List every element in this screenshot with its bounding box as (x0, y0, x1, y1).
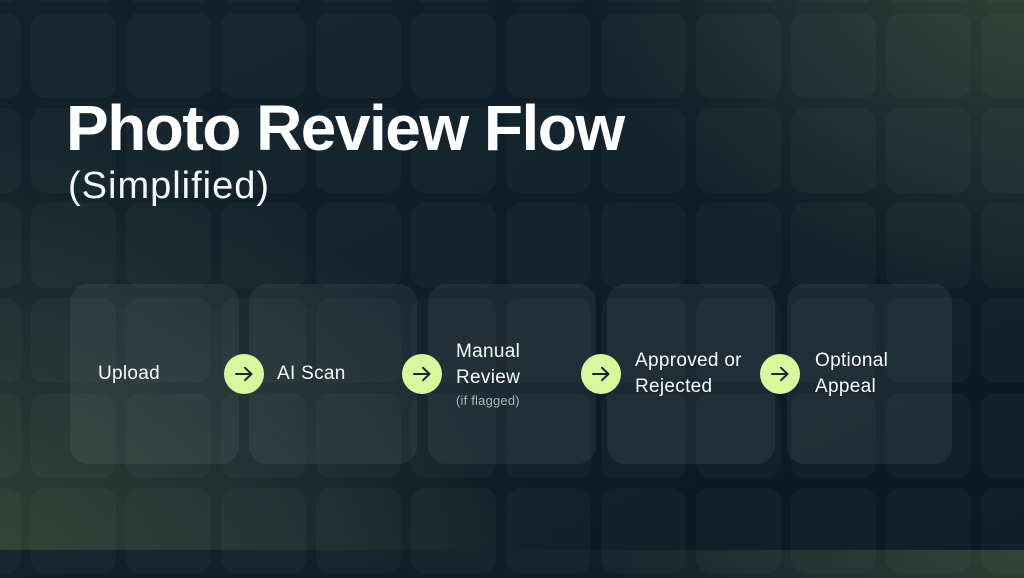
grid-tile (316, 203, 401, 288)
grid-tile (696, 13, 781, 98)
grid-tile (791, 203, 876, 288)
grid-tile (411, 13, 496, 98)
flow-step-label: AI Scan (277, 363, 346, 384)
grid-tile (0, 488, 21, 573)
grid-tile (601, 0, 686, 3)
grid-tile (886, 108, 971, 193)
flow-step-label: Optional Appeal (815, 350, 889, 397)
grid-tile (791, 0, 876, 3)
arrow-right-icon (224, 354, 264, 394)
grid-tile (31, 203, 116, 288)
grid-tile (506, 13, 591, 98)
grid-tile (601, 488, 686, 573)
grid-tile (411, 0, 496, 3)
grid-tile (791, 108, 876, 193)
grid-tile (886, 203, 971, 288)
page-subtitle: (Simplified) (68, 165, 271, 207)
flow-step-upload: Upload (70, 284, 239, 464)
grid-tile (221, 203, 306, 288)
flow-step-manual-review: Manual Review (if flagged) (428, 284, 596, 464)
grid-tile (316, 0, 401, 3)
flow-connector (402, 354, 442, 394)
grid-tile (506, 203, 591, 288)
grid-tile (981, 0, 1024, 3)
grid-tile (221, 0, 306, 3)
grid-tile (411, 203, 496, 288)
grid-tile (791, 13, 876, 98)
flow-step-ai-scan: AI Scan (249, 284, 417, 464)
grid-tile (981, 488, 1024, 573)
grid-tile (0, 203, 21, 288)
flow-step-label: Approved or Rejected (635, 350, 742, 397)
grid-tile (791, 488, 876, 573)
flow-step-note: (if flagged) (456, 393, 520, 408)
grid-tile (126, 13, 211, 98)
grid-tile (0, 0, 21, 3)
grid-tile (886, 488, 971, 573)
grid-tile (221, 488, 306, 573)
grid-tile (0, 13, 21, 98)
grid-tile (31, 13, 116, 98)
arrow-right-icon (402, 354, 442, 394)
grid-tile (886, 13, 971, 98)
grid-tile (0, 108, 21, 193)
grid-tile (316, 13, 401, 98)
grid-tile (981, 203, 1024, 288)
flow-step-label: Upload (98, 363, 161, 384)
flow-step-optional-appeal: Optional Appeal (787, 284, 952, 464)
arrow-right-icon (581, 354, 621, 394)
grid-tile (696, 108, 781, 193)
grid-tile (126, 0, 211, 3)
flow-connector (581, 354, 621, 394)
flow-diagram: Upload AI Scan Manual Review (if flagged… (0, 284, 1024, 464)
grid-tile (221, 13, 306, 98)
page-title: Photo Review Flow (66, 92, 625, 164)
arrow-right-icon (760, 354, 800, 394)
grid-tile (696, 203, 781, 288)
grid-tile (696, 488, 781, 573)
grid-tile (886, 0, 971, 3)
grid-tile (411, 488, 496, 573)
grid-tile (601, 13, 686, 98)
flow-step-approved-or-rejected: Approved or Rejected (607, 284, 775, 464)
grid-tile (506, 488, 591, 573)
grid-tile (506, 0, 591, 3)
grid-tile (31, 0, 116, 3)
grid-tile (601, 203, 686, 288)
grid-tile (316, 488, 401, 573)
grid-tile (126, 488, 211, 573)
grid-tile (126, 203, 211, 288)
slide-canvas: { "slide": { "title": "Photo Review Flow… (0, 0, 1024, 550)
grid-tile (981, 108, 1024, 193)
flow-connector (224, 354, 264, 394)
grid-tile (31, 488, 116, 573)
flow-connector (760, 354, 800, 394)
grid-tile (696, 0, 781, 3)
flow-step-label: Manual Review (456, 341, 521, 388)
grid-tile (981, 13, 1024, 98)
